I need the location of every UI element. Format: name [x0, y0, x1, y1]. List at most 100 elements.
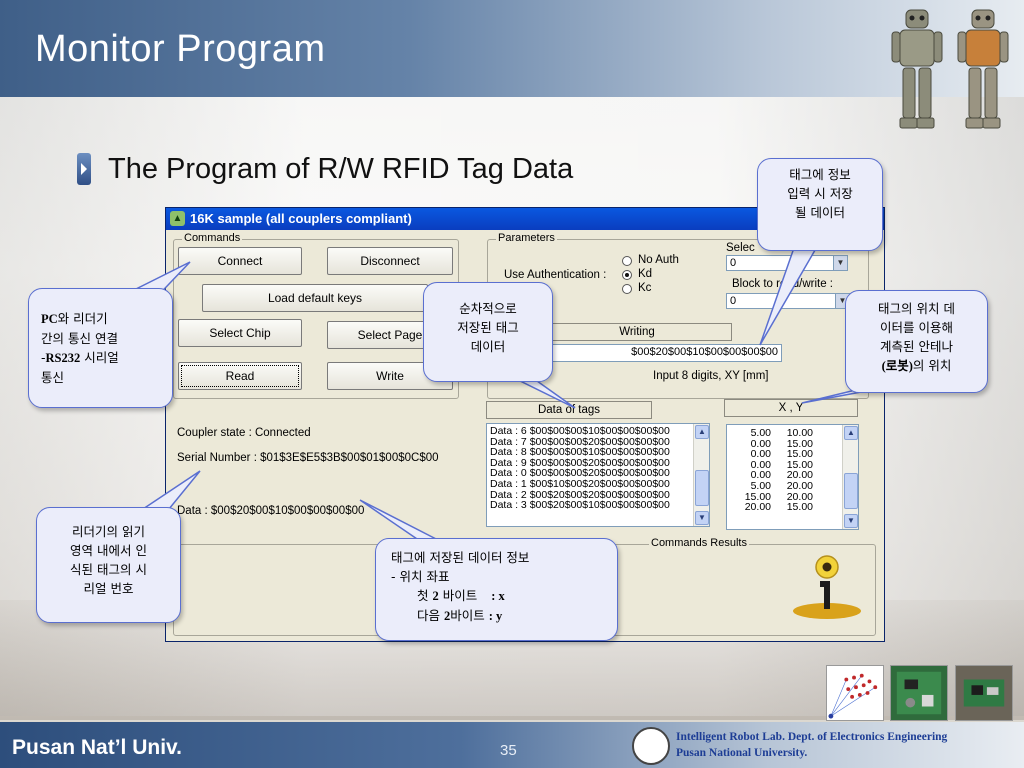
xy-scrollbar[interactable]: ▲ ▼ — [842, 425, 858, 529]
callout-line: 태그에 저장된 데이터 정보 — [391, 550, 530, 565]
tag-row[interactable]: Data : 9 $00$00$00$20$00$00$00$00 — [490, 456, 670, 469]
select-combo[interactable]: 0 ▼ — [726, 255, 848, 271]
tag-row[interactable]: Data : 2 $00$20$00$20$00$00$00$00 — [490, 488, 670, 501]
callout-line: 저장된 태그 — [457, 320, 519, 335]
writing-input[interactable]: $00$20$00$10$00$00$00$00 — [542, 344, 782, 362]
y-value: 15.00 — [786, 448, 813, 461]
tag-row[interactable]: Data : 7 $00$00$00$20$00$00$00$00 — [490, 435, 670, 448]
scroll-down-icon[interactable]: ▼ — [844, 514, 858, 528]
read-button[interactable]: Read — [178, 362, 302, 390]
xy-row[interactable]: 5.00 20.00 — [731, 481, 854, 492]
callout-text: : x — [491, 589, 505, 603]
tag-row[interactable]: Data : 6 $00$00$00$10$00$00$00$00 — [490, 425, 670, 437]
info-icon — [793, 555, 861, 619]
callout-line: -RS232 시리얼 — [41, 348, 172, 368]
xy-row[interactable]: 0.00 15.00 — [731, 460, 854, 471]
callout-stored-data: 태그에 정보 입력 시 저장 될 데이터 — [757, 158, 883, 251]
auth-option-kd: Kd — [638, 268, 653, 280]
parameters-legend: Parameters — [496, 232, 557, 244]
callout-text: 바이트 — [450, 608, 489, 623]
callout-line: - 위치 좌표 — [391, 569, 450, 584]
callout-text: - — [41, 350, 46, 365]
y-value: 20.00 — [786, 490, 813, 503]
callout-line: 영역 내에서 인 — [70, 543, 147, 558]
callout-text: 2 — [432, 589, 439, 603]
y-value: 20.00 — [786, 479, 813, 492]
scroll-up-icon[interactable]: ▲ — [844, 426, 858, 440]
tags-scrollbar[interactable]: ▲ ▼ — [693, 424, 709, 526]
tag-row[interactable]: Data : 3 $00$20$00$10$00$00$00$00 — [490, 499, 670, 512]
disconnect-button[interactable]: Disconnect — [327, 247, 453, 275]
slide-title: Monitor Program — [35, 28, 326, 70]
block-label: Block to read/write : — [732, 278, 833, 290]
auth-radio-no-auth[interactable] — [622, 256, 632, 266]
select-chip-button[interactable]: Select Chip — [178, 319, 302, 347]
connect-button[interactable]: Connect — [178, 247, 302, 275]
callout-line: 다음 2바이트 : y — [391, 606, 617, 626]
callout-line: 입력 시 저장 — [787, 186, 853, 201]
callout-position: 태그의 위치 데 이터를 이용해 계측된 안테나 (로봇)의 위치 — [845, 290, 988, 393]
callout-line: 리더기의 읽기 — [72, 524, 145, 539]
tag-row[interactable]: Data : 8 $00$00$00$10$00$00$00$00 — [490, 446, 670, 459]
callout-text: 바이트 — [438, 588, 478, 603]
tag-row[interactable]: Data : 0 $00$00$00$20$00$00$00$00 — [490, 467, 670, 480]
rs232-text: RS232 — [45, 351, 81, 365]
slide-header — [0, 0, 1024, 97]
select-combo-value: 0 — [730, 257, 737, 269]
block-combo[interactable]: 0 ▼ — [726, 293, 850, 309]
slide-footer — [0, 722, 1024, 768]
callout-line: 통신 — [41, 370, 65, 385]
scroll-up-icon[interactable]: ▲ — [695, 425, 709, 439]
scroll-thumb[interactable] — [844, 473, 858, 509]
auth-radio-kc[interactable] — [622, 284, 632, 294]
load-default-keys-button[interactable]: Load default keys — [202, 284, 428, 312]
auth-radio-kd[interactable] — [622, 270, 632, 280]
window-titlebar[interactable]: ▲ 16K sample (all couplers compliant) — [166, 208, 884, 230]
x-value: 0.00 — [750, 458, 771, 471]
y-value: 15.00 — [786, 437, 813, 450]
callout-line: 데이터 — [470, 339, 506, 354]
robot-text: (로봇) — [881, 359, 913, 373]
scroll-thumb[interactable] — [695, 470, 709, 506]
callout-text: 와 리더기 — [57, 311, 108, 326]
xy-header: X , Y — [724, 399, 858, 417]
result-data: Data : $00$20$00$10$00$00$00$00 — [177, 505, 365, 517]
tag-row[interactable]: Data : 1 $00$10$00$20$00$00$00$00 — [490, 477, 670, 490]
callout-text: 첫 — [417, 588, 433, 603]
chevron-down-icon[interactable]: ▼ — [833, 256, 847, 270]
x-value: 5.00 — [750, 479, 771, 492]
y-value: 10.00 — [786, 427, 813, 439]
callout-line: 간의 통신 연결 — [41, 331, 118, 346]
university-name: Pusan Nat’l Univ. — [12, 736, 182, 759]
callout-line: 태그에 정보 — [789, 167, 851, 182]
callout-text: 시리얼 — [80, 350, 119, 365]
commands-results-legend: Commands Results — [649, 537, 749, 549]
commands-group: Commands — [173, 232, 459, 399]
callout-line: 식된 태그의 시 — [70, 562, 147, 577]
lab-line: Pusan National University. — [676, 747, 808, 759]
x-value: 20.00 — [744, 501, 771, 514]
y-value: 15.00 — [786, 458, 813, 471]
callout-line: (로봇)의 위치 — [846, 356, 987, 376]
callout-text: 2 — [443, 609, 451, 623]
scroll-down-icon[interactable]: ▼ — [695, 511, 709, 525]
callout-line: PC와 리더기 — [41, 309, 172, 329]
writing-header: Writing — [542, 323, 732, 341]
commands-legend: Commands — [182, 232, 243, 244]
callout-line: 첫 2 바이트 : x — [391, 586, 617, 606]
serial-number: Serial Number : $01$3E$E5$3B$00$01$00$0C… — [177, 452, 439, 464]
robots-logo-icon — [891, 9, 1009, 129]
y-value: 20.00 — [786, 469, 813, 482]
callout-sequential: 순차적으로 저장된 태그 데이터 — [423, 282, 553, 382]
network-diagram-image — [826, 665, 884, 721]
